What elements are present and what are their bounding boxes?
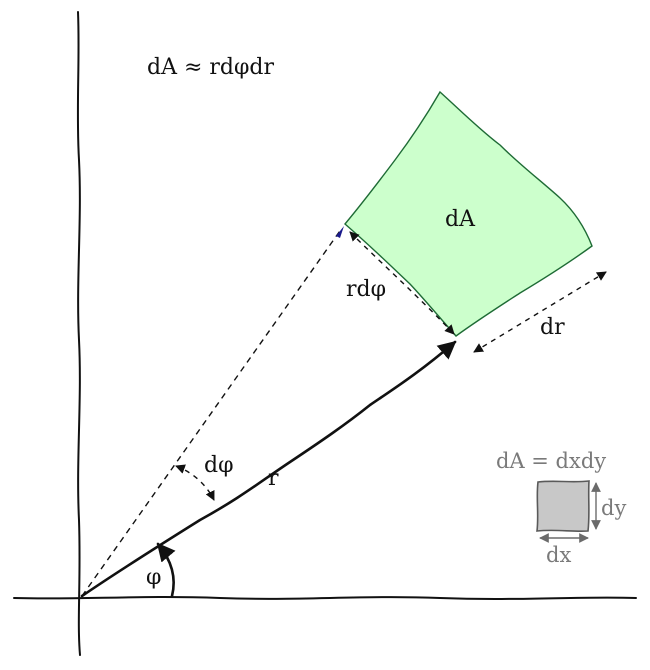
angle-label: φ	[146, 565, 161, 590]
cartesian-inset: dA = dxdy dy dx	[496, 449, 626, 567]
radius-label: r	[268, 466, 279, 491]
cartesian-area-square	[536, 480, 590, 533]
dx-label: dx	[546, 543, 571, 567]
radius-line	[80, 340, 457, 598]
dashed-radius-line	[81, 227, 343, 597]
angle-arc	[156, 542, 176, 598]
inner-corner-marker-icon	[336, 226, 344, 238]
x-axis	[13, 596, 637, 600]
radial-increment-label: dr	[540, 315, 565, 340]
area-label: dA	[445, 207, 476, 232]
arc-length-label: rdφ	[346, 277, 386, 302]
polar-area-formula: dA ≈ rdφdr	[147, 55, 274, 80]
dy-label: dy	[601, 496, 626, 520]
angle-increment-label: dφ	[204, 453, 234, 478]
cartesian-formula: dA = dxdy	[496, 449, 606, 473]
arc-length-measure	[349, 231, 455, 335]
y-axis	[76, 11, 81, 656]
angle-increment-arc	[175, 464, 215, 501]
